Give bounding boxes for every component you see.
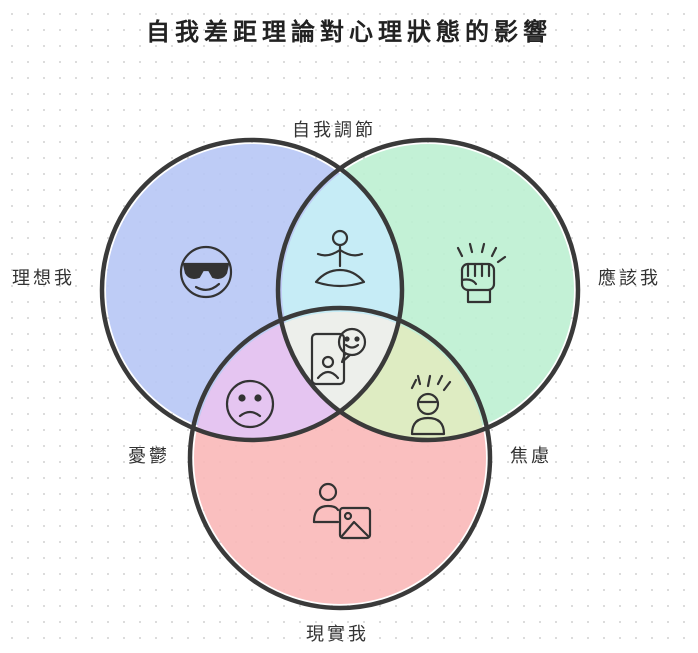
ought-self-circle bbox=[275, 137, 581, 443]
ideal-self-circle bbox=[99, 137, 405, 443]
label-actual-self: 現實我 bbox=[306, 624, 369, 645]
label-ought-self: 應該我 bbox=[598, 268, 661, 289]
actual-self-circle bbox=[187, 305, 493, 611]
diagram-title: 自我差距理論對心理狀態的影響 bbox=[146, 18, 552, 46]
label-ideal-self: 理想我 bbox=[12, 268, 75, 289]
user-picture-icon bbox=[312, 482, 372, 540]
meditation-icon bbox=[314, 229, 366, 288]
depression-region bbox=[194, 312, 402, 440]
label-self-regulation: 自我調節 bbox=[292, 120, 376, 141]
cool-face-sunglasses-icon bbox=[179, 245, 233, 299]
raised-fist-icon bbox=[456, 242, 507, 304]
sad-face-icon bbox=[225, 379, 275, 429]
video-call-user-icon bbox=[310, 327, 367, 386]
label-anxiety: 焦慮 bbox=[510, 446, 552, 467]
stressed-person-icon bbox=[410, 374, 452, 436]
label-depression: 憂鬱 bbox=[128, 446, 170, 467]
